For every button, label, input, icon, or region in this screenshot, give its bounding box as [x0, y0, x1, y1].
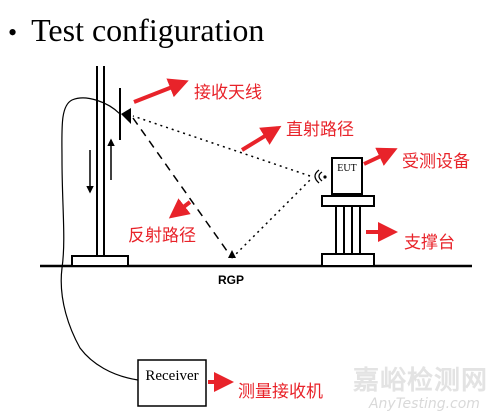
direct-path-line [132, 115, 311, 177]
antenna-cable [60, 97, 139, 381]
title-bullet: • [8, 18, 18, 47]
height-scan-arrows [86, 138, 115, 194]
emission-symbol-icon [314, 169, 327, 184]
eut-device-label: 受测设备 [402, 152, 470, 172]
reflected-path-label: 反射路径 [128, 226, 196, 246]
title-text: Test configuration [31, 12, 265, 48]
eut-label: EUT [337, 163, 357, 174]
direct-path-arrow [240, 125, 282, 152]
direct-path-label: 直射路径 [286, 120, 354, 140]
reflection-point-label: RGP [218, 273, 245, 287]
receiver-label: Receiver [145, 368, 199, 384]
measurement-receiver-label: 测量接收机 [238, 382, 323, 402]
eut-label-arrow [363, 147, 398, 166]
reflected-path-arrow [168, 198, 192, 219]
site-watermark: 嘉峪检测网 AnyTesting.com [353, 366, 488, 412]
antenna-label-arrow [133, 78, 189, 104]
watermark-english: AnyTesting.com [368, 396, 480, 412]
support-table [321, 195, 375, 267]
receiver-box [137, 359, 207, 407]
antenna-mast [71, 66, 129, 267]
support-table-label: 支撑台 [404, 233, 455, 253]
reflection-point-marker [228, 250, 236, 258]
watermark-chinese: 嘉峪检测网 [352, 366, 488, 396]
receiving-antenna-label: 接收天线 [194, 83, 262, 103]
reflected-path-line [132, 117, 311, 259]
slide-title: • Test configuration [8, 8, 264, 52]
eut-box [331, 157, 363, 195]
receiving-antenna-icon [119, 88, 131, 140]
